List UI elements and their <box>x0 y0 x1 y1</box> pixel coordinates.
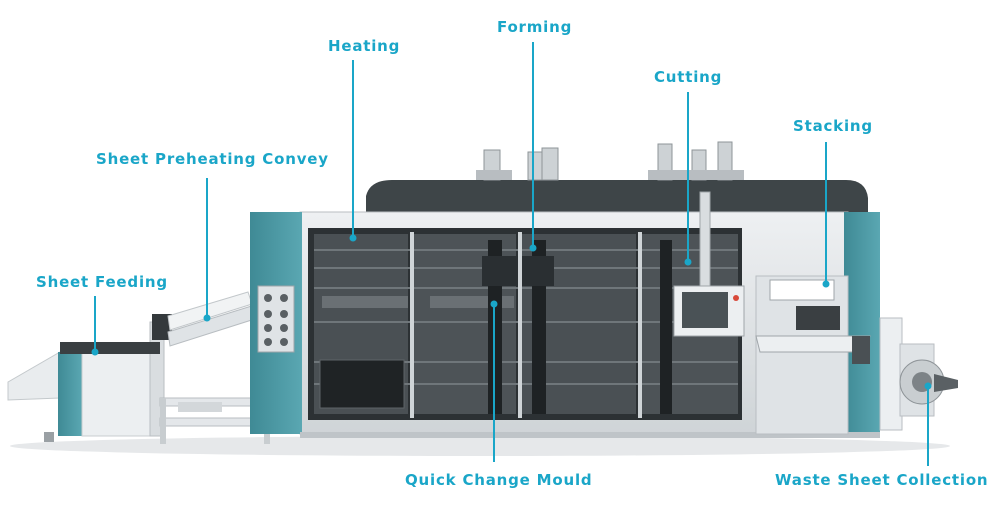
floor-shadow <box>10 436 950 456</box>
label-quick-change-mould: Quick Change Mould <box>405 471 593 489</box>
sheet-feeding-unit <box>7 314 172 442</box>
stacking-anchor <box>822 280 830 288</box>
waste-collection-unit <box>879 317 958 431</box>
label-sheet-preheating: Sheet Preheating Convey <box>96 150 329 168</box>
sheet-preheating-anchor <box>203 314 211 322</box>
machine-window <box>308 228 742 420</box>
label-waste-sheet-collection: Waste Sheet Collection <box>775 471 989 489</box>
label-heating: Heating <box>328 37 401 55</box>
label-sheet-feeding: Sheet Feeding <box>36 273 168 291</box>
cutting-anchor <box>684 258 692 266</box>
label-cutting: Cutting <box>654 68 723 86</box>
top-cylinders <box>476 141 744 181</box>
waste-sheet-anchor <box>924 382 932 390</box>
stacking-station <box>755 275 871 435</box>
label-forming: Forming <box>497 18 573 36</box>
callout-lines <box>91 42 932 466</box>
label-stacking: Stacking <box>793 117 873 135</box>
hmi-screen <box>673 191 745 337</box>
sheet-feeding-anchor <box>91 348 99 356</box>
quick-change-mould-anchor <box>490 300 498 308</box>
button-panel <box>257 285 295 353</box>
forming-anchor <box>529 244 537 252</box>
heating-anchor <box>349 234 357 242</box>
